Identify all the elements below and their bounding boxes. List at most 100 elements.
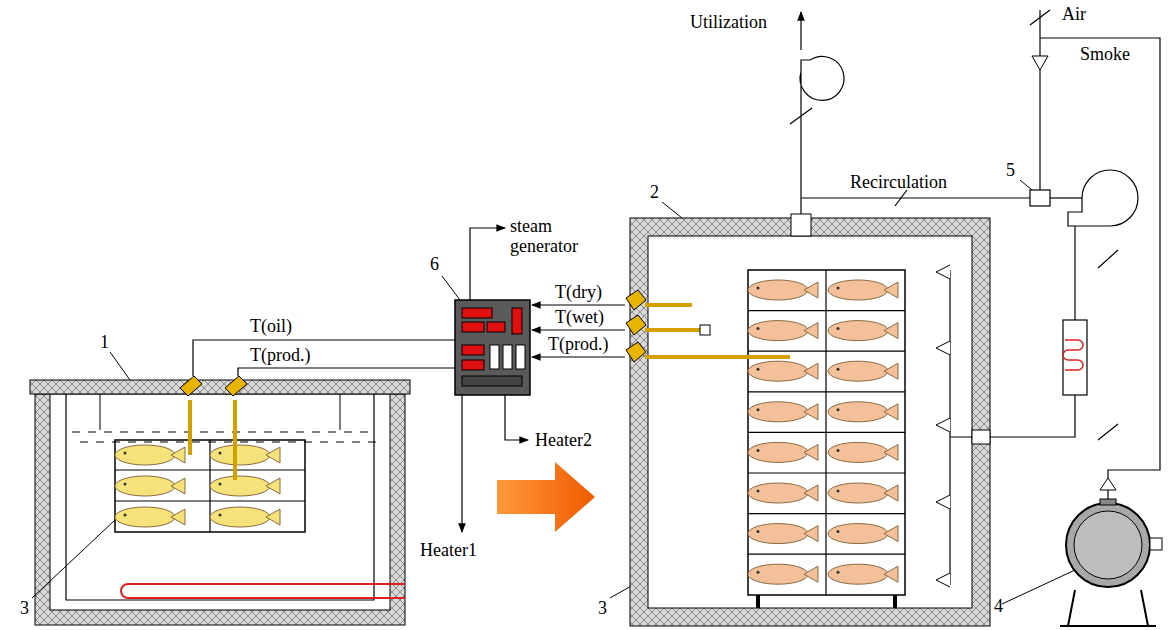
product-rack [748, 321, 808, 341]
control-line [532, 356, 625, 357]
product-rack [828, 564, 888, 584]
fryer-tank [88, 432, 96, 433]
callout-number: 4 [994, 596, 1003, 616]
product-rack [115, 440, 305, 532]
product-rack [837, 327, 840, 330]
fryer-tank [112, 442, 120, 443]
control-line [505, 395, 528, 440]
fryer-tank [280, 432, 288, 433]
product-rack [748, 270, 905, 595]
product-rack [171, 509, 185, 525]
control-line [470, 228, 505, 300]
product-rack [219, 514, 222, 517]
controller [462, 322, 484, 332]
fryer-tank [72, 432, 80, 433]
temperature-sensor [645, 328, 700, 332]
product-rack [837, 287, 840, 290]
air-heater [1063, 320, 1087, 395]
air-duct [790, 10, 1160, 503]
air-nozzle [950, 270, 972, 585]
fryer-tank [176, 442, 184, 443]
air-heater [1063, 340, 1083, 370]
product-rack [124, 452, 127, 455]
product-rack [748, 442, 808, 462]
fryer-tank [30, 380, 410, 394]
part-label: Utilization [690, 12, 767, 32]
smoke-generator [1150, 538, 1162, 550]
fan [1068, 170, 1138, 226]
fryer-tank [152, 432, 160, 433]
product-rack [804, 363, 818, 379]
fryer-tank [360, 432, 368, 433]
air-duct [800, 90, 801, 214]
product-rack [837, 490, 840, 493]
fan [800, 56, 1138, 226]
controller [462, 345, 484, 355]
check-valve [1100, 478, 1116, 490]
air-duct [1074, 226, 1075, 320]
product-rack [757, 408, 760, 411]
product-rack [124, 514, 127, 517]
product-rack [884, 282, 898, 298]
signal-label: steam generator [510, 216, 592, 256]
fryer-tank [352, 442, 360, 443]
product-rack [757, 490, 760, 493]
fryer-tank [200, 432, 208, 433]
controller [490, 345, 499, 369]
fryer-tank [328, 432, 336, 433]
temperature-sensor [645, 355, 790, 359]
callout-number: 1 [100, 332, 109, 352]
product-rack [884, 363, 898, 379]
product-rack [757, 368, 760, 371]
product-rack [828, 280, 888, 300]
product-rack [758, 595, 895, 608]
product-rack [828, 524, 888, 544]
temperature-sensor [188, 400, 192, 455]
product-rack [757, 571, 760, 574]
controller [462, 376, 522, 386]
mixing-box [1030, 190, 1050, 206]
product-rack [748, 483, 808, 503]
fryer-tank [296, 432, 304, 433]
product-rack [748, 280, 808, 300]
fryer-tank [50, 394, 390, 610]
smoke-generator [1066, 503, 1150, 587]
temperature-sensor [193, 340, 455, 376]
heater-coil [121, 584, 405, 598]
control-line [532, 329, 625, 330]
temperature-sensor [645, 303, 692, 307]
product-rack [828, 442, 888, 462]
callout-number: 3 [598, 598, 607, 618]
fryer-tank [80, 442, 88, 443]
fryer-tank [216, 432, 224, 433]
part-label: Smoke [1080, 44, 1130, 64]
mixing-box [1030, 190, 1050, 206]
callout-number: 6 [430, 254, 439, 274]
product-rack [804, 526, 818, 542]
product-rack [804, 404, 818, 420]
callout-leader [1020, 180, 1032, 190]
signal-label: T(prod.) [548, 334, 608, 354]
temperature-sensor [180, 376, 202, 396]
smoke-generator [1074, 511, 1142, 579]
product-rack [884, 444, 898, 460]
product-rack [757, 287, 760, 290]
transfer-arrow [497, 462, 595, 532]
product-rack [828, 321, 888, 341]
air-nozzle [936, 495, 950, 509]
controller [516, 345, 525, 369]
temperature-sensor [180, 340, 455, 480]
controller [487, 322, 505, 332]
smoking-chamber [630, 214, 990, 626]
air-duct [1039, 10, 1040, 190]
product-rack [884, 485, 898, 501]
fryer-tank [288, 442, 296, 443]
fryer-tank [144, 442, 152, 443]
temperature-sensor [700, 325, 710, 335]
fryer-tank [136, 432, 144, 433]
fryer-tank [272, 442, 280, 443]
temperature-sensor [225, 376, 247, 396]
callout-leader [662, 202, 682, 218]
fryer-tank [66, 394, 374, 600]
air-duct [990, 395, 1075, 437]
